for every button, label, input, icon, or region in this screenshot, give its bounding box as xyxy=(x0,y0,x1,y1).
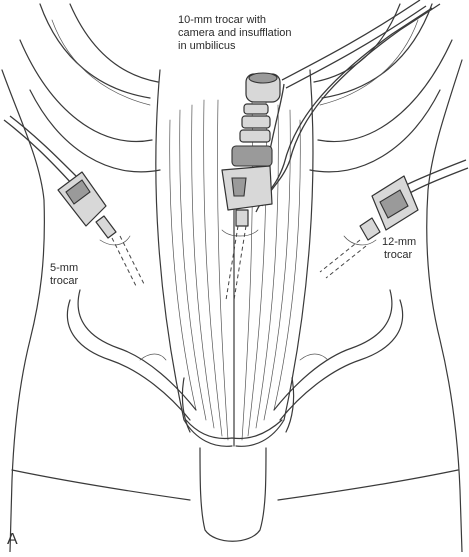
trocar-5mm-label-line-1: 5-mm xyxy=(50,262,78,274)
camera-trocar-label-line-1: 10-mm trocar with xyxy=(178,14,266,26)
camera-trocar-label-line-2: camera and insufflation xyxy=(178,27,292,39)
lower-body xyxy=(12,448,458,541)
torso-right-outline xyxy=(427,60,462,552)
inguinal-lines xyxy=(67,290,402,432)
left-trocar-5mm xyxy=(4,116,144,286)
trocar-12mm-label-line-1: 12-mm xyxy=(382,236,416,248)
trocar-12mm-label-line-2: trocar xyxy=(384,249,412,261)
panel-letter: A xyxy=(7,531,18,549)
torso-left-outline xyxy=(2,70,44,552)
rectus-muscle xyxy=(156,70,313,446)
camera-trocar-label-line-3: in umbilicus xyxy=(178,40,235,52)
trocar-5mm-label-line-2: trocar xyxy=(50,275,78,287)
